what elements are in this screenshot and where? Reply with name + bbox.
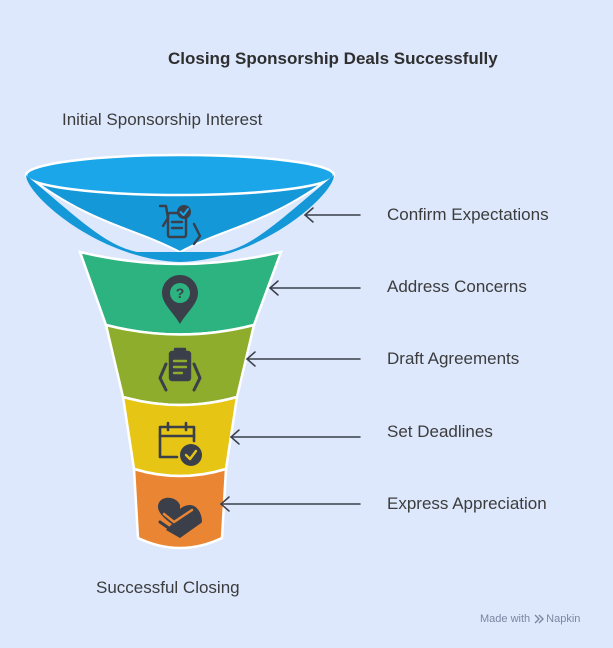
diagram-title: Closing Sponsorship Deals Successfully [168, 49, 498, 68]
clipboard-hands-icon [158, 347, 202, 392]
checklist-icon [158, 204, 202, 246]
question-pin-icon: ? [162, 275, 198, 324]
arrow-stage-5 [219, 496, 361, 512]
made-with-text: Made with [480, 613, 531, 625]
arrow-stage-4 [229, 429, 361, 445]
funnel-top-label: Initial Sponsorship Interest [62, 110, 263, 129]
arrow-stage-1 [303, 207, 361, 223]
stage-label-2: Address Concerns [387, 277, 527, 296]
stage-label-5: Express Appreciation [387, 494, 547, 513]
stage-label-1: Confirm Expectations [387, 205, 549, 224]
made-with-napkin-badge[interactable]: Made with Napkin [480, 613, 580, 625]
napkin-brand-text: Napkin [546, 613, 581, 625]
napkin-brand: Napkin [534, 613, 580, 625]
heart-hands-icon [158, 497, 202, 538]
stage-label-4: Set Deadlines [387, 422, 493, 441]
svg-text:?: ? [176, 285, 185, 301]
stage-label-3: Draft Agreements [387, 349, 520, 368]
funnel-bottom-label: Successful Closing [96, 578, 240, 597]
funnel-stage-1 [24, 153, 336, 262]
arrow-stage-3 [245, 351, 361, 367]
napkin-logo-icon [534, 614, 545, 624]
calendar-check-icon [158, 421, 202, 466]
arrow-stage-2 [268, 280, 361, 296]
